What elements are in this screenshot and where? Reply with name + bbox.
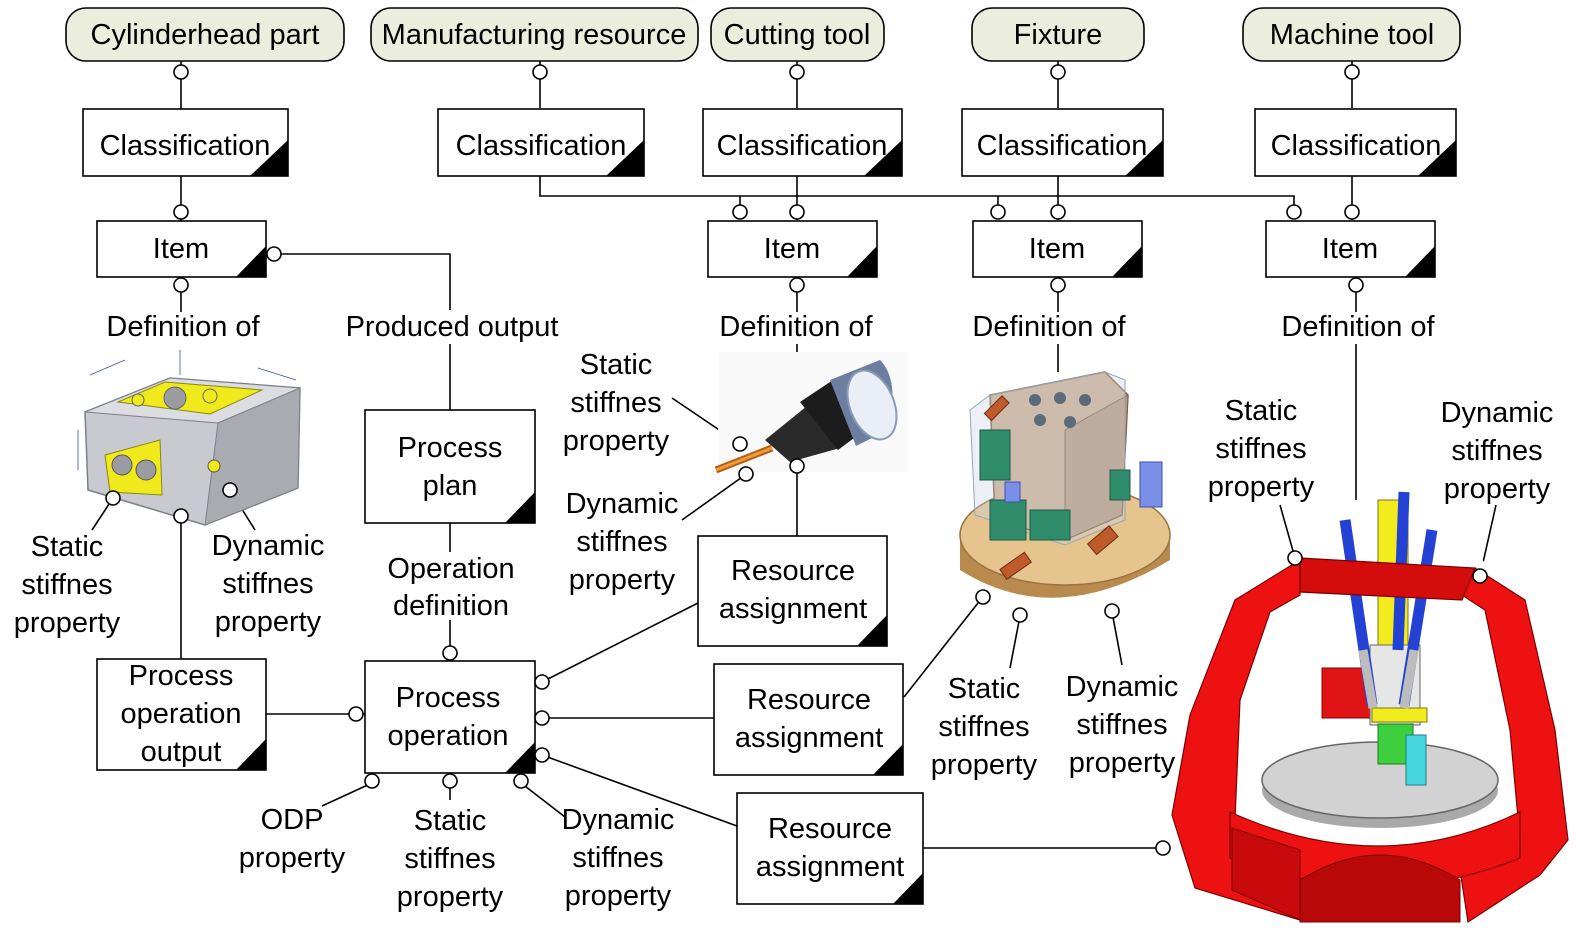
dynamic-stiffness-label: stiffnes — [222, 568, 313, 600]
classification-label: Classification — [100, 130, 271, 162]
classification-box-manufacturing-resource: Classification — [437, 108, 645, 177]
dynamic-stiffness-label: stiffnes — [572, 842, 663, 874]
item-box-machine-tool: Item — [1265, 220, 1436, 278]
dynamic-stiffness-label: stiffnes — [1451, 435, 1542, 467]
fixture-image — [959, 371, 1171, 598]
resource-assignment-label-2: assignment — [756, 851, 904, 883]
process-operation-box: Process operation — [364, 660, 536, 774]
item-box-cylinderhead: Item — [96, 220, 267, 278]
dynamic-stiffness-label: Dynamic — [566, 488, 679, 520]
static-stiffness-label: stiffnes — [938, 711, 1029, 743]
process-plan-box: Process plan — [364, 409, 536, 524]
odp-property-label: property — [239, 842, 346, 874]
entity-cutting-tool-label: Cutting tool — [724, 19, 871, 51]
classification-box-machine-tool: Classification — [1254, 108, 1457, 177]
definition-of-label-cutting-tool: Definition of — [719, 311, 873, 343]
entity-machine-tool-label: Machine tool — [1270, 19, 1434, 51]
process-plan-label-2: plan — [423, 470, 478, 502]
classification-label: Classification — [717, 130, 888, 162]
classification-box-cylinderhead: Classification — [82, 108, 289, 177]
static-stiffness-label: property — [1208, 471, 1315, 503]
process-operation-output-label-3: output — [141, 736, 222, 768]
process-operation-output-box: Process operation output — [96, 658, 267, 771]
static-stiffness-label: stiffnes — [570, 387, 661, 419]
definition-of-label-fixture: Definition of — [972, 311, 1126, 343]
resource-assignment-box-cutting-tool: Resource assignment — [697, 535, 888, 647]
operation-definition-label-1: Operation — [387, 553, 514, 585]
classification-label: Classification — [977, 130, 1148, 162]
item-label: Item — [1029, 233, 1085, 265]
static-stiffness-label: property — [397, 881, 504, 913]
produced-output-label: Produced output — [346, 311, 559, 343]
odp-property-label: ODP — [261, 804, 324, 836]
item-label: Item — [764, 233, 820, 265]
resource-assignment-label-1: Resource — [768, 813, 892, 845]
cylinderhead-image — [77, 350, 301, 526]
static-stiffness-label: Static — [31, 531, 104, 563]
process-operation-output-label-1: Process — [129, 660, 234, 692]
classification-box-fixture: Classification — [961, 108, 1164, 177]
property-labels: Static stiffnes property Dynamic stiffne… — [14, 349, 1554, 913]
connector-ends — [105, 64, 1488, 856]
static-stiffness-label: property — [563, 425, 670, 457]
dynamic-stiffness-label: Dynamic — [1441, 397, 1554, 429]
classification-label: Classification — [456, 130, 627, 162]
resource-assignment-box-machine-tool: Resource assignment — [736, 792, 924, 905]
dynamic-stiffness-label: Dynamic — [1066, 671, 1179, 703]
static-stiffness-label: Static — [580, 349, 653, 381]
static-stiffness-label: stiffnes — [404, 843, 495, 875]
machine-tool-image — [1171, 491, 1569, 924]
dynamic-stiffness-label: property — [569, 564, 676, 596]
item-box-fixture: Item — [972, 220, 1143, 278]
static-stiffness-label: Static — [1225, 395, 1298, 427]
dynamic-stiffness-label: stiffnes — [576, 526, 667, 558]
dynamic-stiffness-label: property — [565, 880, 672, 912]
definition-of-label-cylinderhead: Definition of — [106, 311, 260, 343]
entity-cylinderhead: Cylinderhead part — [65, 7, 345, 62]
item-box-cutting-tool: Item — [707, 220, 878, 278]
dynamic-stiffness-label: property — [215, 606, 322, 638]
classification-box-cutting-tool: Classification — [702, 108, 903, 177]
static-stiffness-label: property — [931, 749, 1038, 781]
resource-assignment-box-fixture: Resource assignment — [713, 663, 904, 776]
cutting-tool-image — [714, 352, 908, 474]
entity-fixture: Fixture — [971, 7, 1145, 62]
classification-label: Classification — [1271, 130, 1442, 162]
static-stiffness-label: stiffnes — [1215, 433, 1306, 465]
operation-definition-label-2: definition — [393, 590, 509, 622]
resource-assignment-label-2: assignment — [735, 722, 883, 754]
process-operation-output-label-2: operation — [121, 698, 242, 730]
process-operation-label-2: operation — [388, 720, 509, 752]
resource-assignment-label-1: Resource — [731, 555, 855, 587]
entity-machine-tool: Machine tool — [1242, 7, 1461, 62]
entity-fixture-label: Fixture — [1014, 19, 1103, 51]
dynamic-stiffness-label: Dynamic — [562, 804, 675, 836]
static-stiffness-label: Static — [948, 673, 1021, 705]
entity-manufacturing-resource-label: Manufacturing resource — [382, 19, 687, 51]
static-stiffness-label: stiffnes — [21, 569, 112, 601]
connector-labels: Definition of Definition of Definition o… — [106, 311, 1435, 622]
static-stiffness-label: property — [14, 607, 121, 639]
item-label: Item — [153, 233, 209, 265]
process-operation-label-1: Process — [396, 682, 501, 714]
entity-cutting-tool: Cutting tool — [710, 7, 885, 62]
process-plan-label-1: Process — [398, 432, 503, 464]
entity-manufacturing-resource: Manufacturing resource — [370, 7, 699, 62]
connector-lines — [91, 60, 1497, 849]
dynamic-stiffness-label: Dynamic — [212, 530, 325, 562]
dynamic-stiffness-label: property — [1069, 747, 1176, 779]
resource-assignment-label-2: assignment — [719, 593, 867, 625]
static-stiffness-label: Static — [414, 805, 487, 837]
resource-assignment-label-1: Resource — [747, 684, 871, 716]
item-label: Item — [1322, 233, 1378, 265]
dynamic-stiffness-label: property — [1444, 473, 1551, 505]
entity-cylinderhead-label: Cylinderhead part — [91, 19, 320, 51]
definition-of-label-machine-tool: Definition of — [1281, 311, 1435, 343]
dynamic-stiffness-label: stiffnes — [1076, 709, 1167, 741]
